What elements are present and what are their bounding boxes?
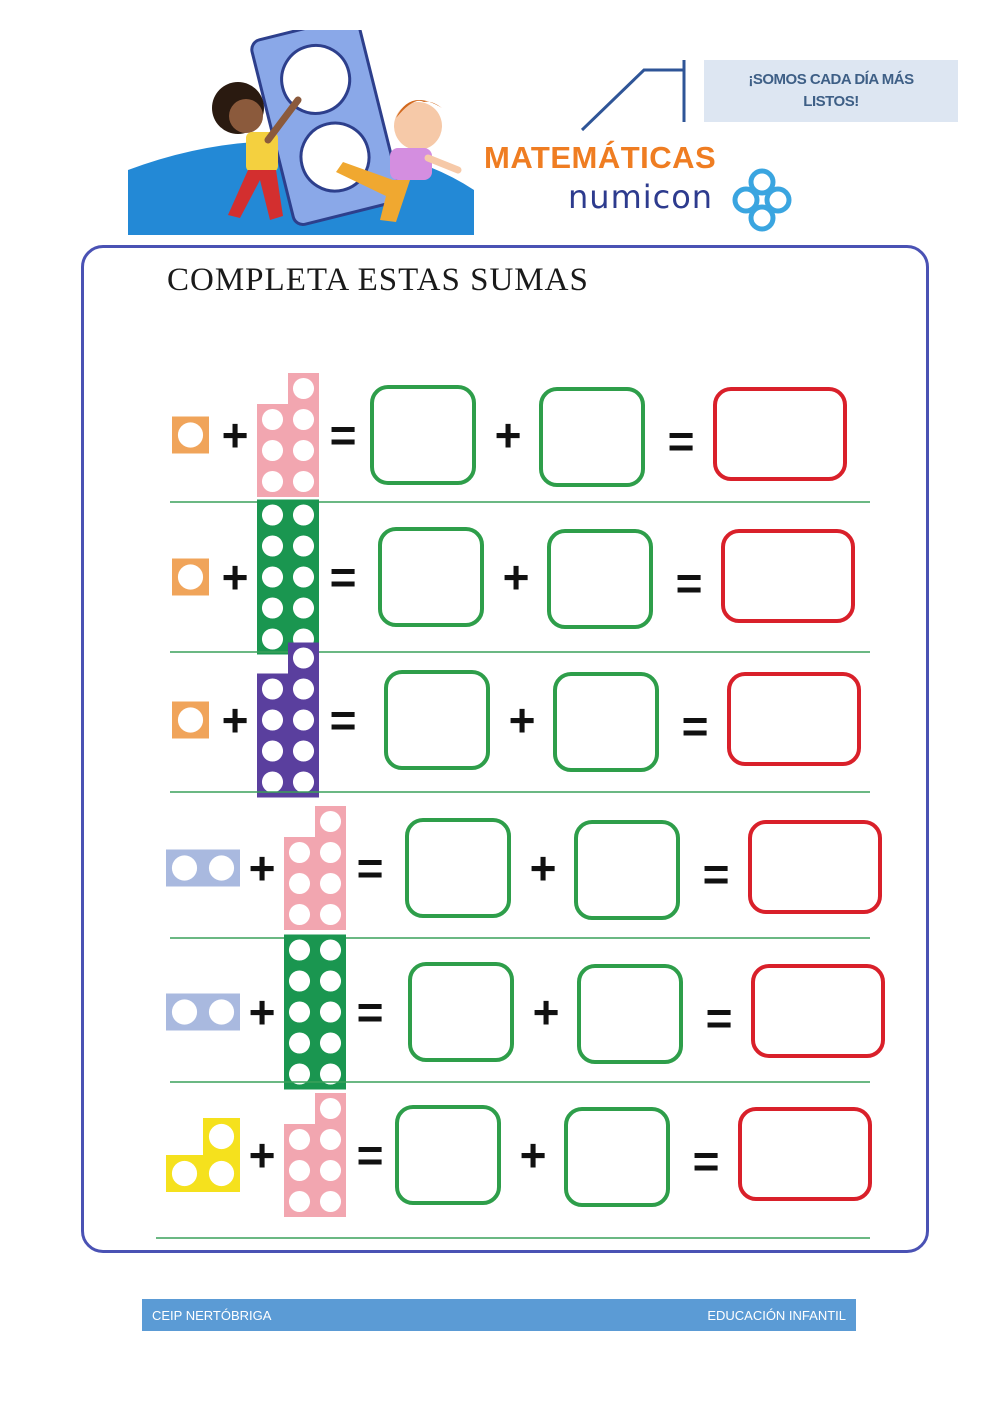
answer-box-addend-1[interactable]	[395, 1105, 501, 1205]
sum-row: + = + =	[170, 642, 870, 798]
numicon-blue-2-piece	[166, 993, 240, 1031]
plus-sign: +	[503, 551, 530, 603]
plus-sign: +	[249, 842, 276, 894]
equals-sign: =	[357, 1129, 384, 1181]
answer-box-addend-1[interactable]	[408, 962, 514, 1062]
equals-sign: =	[330, 694, 357, 746]
numicon-orange-1-piece	[172, 558, 209, 596]
footer-bar: CEIP NERTÓBRIGA EDUCACIÓN INFANTIL	[142, 1299, 856, 1331]
answer-box-result[interactable]	[713, 387, 847, 481]
answer-box-addend-2[interactable]	[577, 964, 683, 1064]
plus-sign: +	[495, 409, 522, 461]
equals-sign: =	[682, 700, 709, 752]
numicon-yellow-3-piece	[166, 1118, 240, 1192]
answer-box-addend-2[interactable]	[547, 529, 653, 629]
equals-sign: =	[668, 415, 695, 467]
answer-box-result[interactable]	[727, 672, 861, 766]
footer-level: EDUCACIÓN INFANTIL	[707, 1307, 846, 1323]
plus-sign: +	[249, 986, 276, 1038]
plus-sign: +	[222, 551, 249, 603]
equals-sign: =	[330, 551, 357, 603]
numicon-logo-icon	[732, 168, 792, 232]
sum-row: + = + =	[156, 1093, 872, 1239]
hero-illustration	[128, 30, 474, 235]
brand-name: numicon	[568, 178, 714, 216]
equals-sign: =	[693, 1135, 720, 1187]
plus-sign: +	[509, 694, 536, 746]
answer-box-addend-1[interactable]	[405, 818, 511, 918]
answer-box-result[interactable]	[721, 529, 855, 623]
equals-sign: =	[357, 842, 384, 894]
answer-box-addend-2[interactable]	[539, 387, 645, 487]
equals-sign: =	[703, 848, 730, 900]
plus-sign: +	[222, 409, 249, 461]
numicon-green-10-piece	[284, 934, 346, 1090]
sum-row: + = + =	[170, 499, 870, 655]
plus-sign: +	[249, 1129, 276, 1181]
numicon-pink-7-piece	[284, 806, 346, 930]
brand-title: MATEMÁTICAS	[484, 140, 717, 175]
numicon-green-10-piece	[257, 499, 319, 655]
answer-box-addend-2[interactable]	[574, 820, 680, 920]
callout-banner: ¡SOMOS CADA DÍA MÁS LISTOS!	[704, 60, 958, 122]
numicon-orange-1-piece	[172, 416, 209, 454]
numicon-pink-7-piece	[284, 1093, 346, 1217]
answer-box-result[interactable]	[748, 820, 882, 914]
answer-box-addend-1[interactable]	[384, 670, 490, 770]
worksheet-title: COMPLETA ESTAS SUMAS	[167, 262, 589, 298]
worksheet-panel	[81, 245, 929, 1253]
answer-box-addend-1[interactable]	[378, 527, 484, 627]
numicon-blue-2-piece	[166, 849, 240, 887]
plus-sign: +	[222, 694, 249, 746]
sum-row: + = + =	[170, 373, 870, 503]
equals-sign: =	[676, 557, 703, 609]
answer-box-addend-1[interactable]	[370, 385, 476, 485]
plus-sign: +	[520, 1129, 547, 1181]
plus-sign: +	[530, 842, 557, 894]
numicon-pink-7-piece	[257, 373, 319, 497]
numicon-orange-1-piece	[172, 701, 209, 739]
answer-box-addend-2[interactable]	[553, 672, 659, 772]
callout-text: ¡SOMOS CADA DÍA MÁS LISTOS!	[748, 71, 914, 110]
equals-sign: =	[330, 409, 357, 461]
answer-box-result[interactable]	[738, 1107, 872, 1201]
answer-box-addend-2[interactable]	[564, 1107, 670, 1207]
sum-row: + = + =	[166, 806, 882, 939]
equals-sign: =	[706, 992, 733, 1044]
sum-row: + = + =	[166, 934, 885, 1090]
callout-pointer	[580, 60, 686, 132]
numicon-purple-9-piece	[257, 642, 319, 798]
equals-sign: =	[357, 986, 384, 1038]
answer-box-result[interactable]	[751, 964, 885, 1058]
plus-sign: +	[533, 986, 560, 1038]
footer-school: CEIP NERTÓBRIGA	[152, 1307, 272, 1323]
